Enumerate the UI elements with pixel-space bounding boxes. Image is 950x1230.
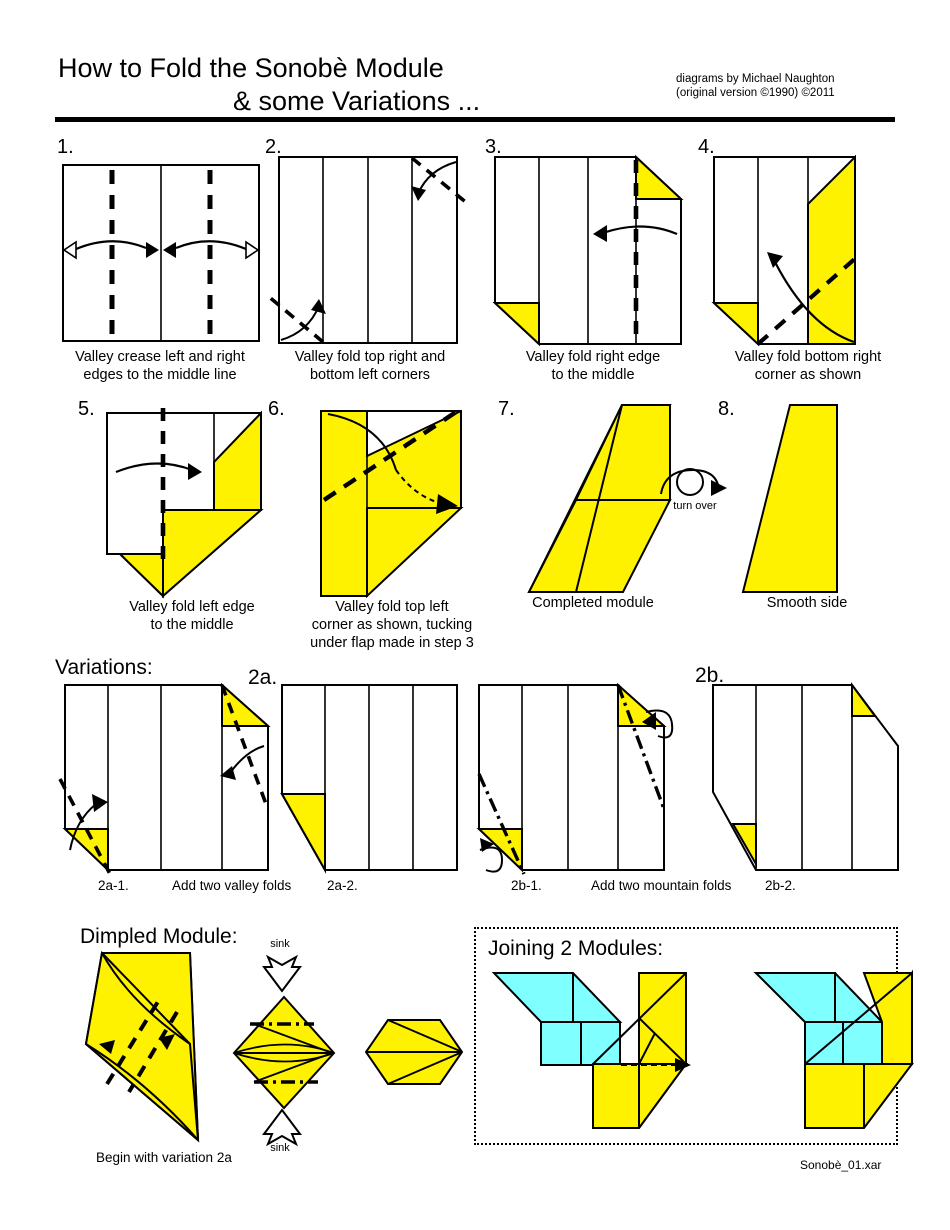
step-caption-3-line2: to the middle — [551, 367, 635, 383]
step-caption-6: Valley fold top left corner as shown, tu… — [276, 598, 508, 652]
title-line-2: & some Variations ... — [233, 86, 481, 116]
sink-label-top: sink — [270, 938, 290, 950]
step-caption-1-line1: Valley crease left and right — [75, 349, 245, 365]
dimpled-figure-3 — [364, 1018, 464, 1086]
joining-heading: Joining 2 Modules: — [488, 937, 664, 960]
step-caption-7: Completed module — [498, 594, 688, 612]
dimpled-figure-2 — [232, 995, 336, 1110]
step-caption-2-line2: bottom left corners — [309, 367, 431, 383]
step-number-3: 3. — [485, 136, 502, 158]
step-number-4: 4. — [698, 136, 715, 158]
step-caption-5: Valley fold left edge to the middle — [92, 598, 292, 634]
header-divider — [55, 117, 895, 122]
title-line-1: How to Fold the Sonobè Module — [58, 53, 444, 83]
variation-2b1-label: 2b-1. — [511, 878, 542, 893]
turn-over-label: turn over — [673, 500, 717, 512]
step-caption-2: Valley fold top right and bottom left co… — [262, 348, 478, 384]
variation-2a2-figure — [280, 684, 471, 874]
variation-2a1-figure — [58, 682, 279, 875]
joining-figure-left — [491, 968, 733, 1138]
step-caption-4-line2: corner as shown — [754, 367, 862, 383]
variation-2a1-label: 2a-1. — [98, 878, 129, 893]
step-figure-6 — [320, 406, 480, 600]
step-caption-6-line1: Valley fold top left — [335, 599, 449, 615]
step-figure-5 — [106, 408, 276, 599]
step-caption-2-line1: Valley fold top right and — [294, 349, 446, 365]
variation-2b2-label: 2b-2. — [765, 878, 796, 893]
step-caption-5-line2: to the middle — [150, 617, 234, 633]
step-number-8: 8. — [718, 398, 735, 420]
variation-2b2-figure — [712, 681, 907, 876]
turn-over-symbol — [655, 464, 735, 504]
variation-caption-b: Add two mountain folds — [591, 878, 732, 893]
step-figure-7 — [527, 404, 678, 594]
credit-line-2: (original version ©1990) ©2011 — [676, 87, 835, 99]
variation-caption-a: Add two valley folds — [172, 878, 292, 893]
step-number-5: 5. — [78, 398, 95, 420]
joining-figure-right — [752, 968, 922, 1138]
credit-line-1: diagrams by Michael Naughton — [676, 73, 835, 85]
step-caption-1: Valley crease left and right edges to th… — [52, 348, 268, 384]
step-caption-4: Valley fold bottom right corner as shown — [700, 348, 916, 384]
step-figure-4 — [711, 154, 903, 348]
step-caption-3-line1: Valley fold right edge — [525, 349, 661, 365]
step-caption-4-line1: Valley fold bottom right — [734, 349, 882, 365]
step-number-7: 7. — [498, 398, 515, 420]
step-number-1: 1. — [57, 136, 74, 158]
step-caption-1-line2: edges to the middle line — [83, 367, 237, 383]
footer-filename: Sonobè_01.xar — [800, 1158, 882, 1172]
step-caption-6-line3: under flap made in step 3 — [310, 635, 474, 651]
step-figure-1 — [62, 164, 262, 342]
variation-2b1-figure — [476, 682, 674, 879]
variation-2b-label: 2b. — [695, 664, 725, 687]
step-caption-5-line1: Valley fold left edge — [129, 599, 255, 615]
page-title: How to Fold the Sonobè Module & some Var… — [58, 52, 658, 118]
dimpled-heading: Dimpled Module: — [80, 925, 238, 948]
variation-2a-label: 2a. — [248, 666, 278, 689]
sink-arrow-bottom — [262, 1108, 302, 1147]
step-number-6: 6. — [268, 398, 285, 420]
sink-arrow-top — [262, 954, 302, 993]
step-figure-3 — [492, 154, 704, 348]
step-caption-7-line1: Completed module — [532, 595, 654, 611]
step-caption-8-line1: Smooth side — [766, 595, 848, 611]
dimpled-caption: Begin with variation 2a — [96, 1150, 232, 1165]
variation-2a2-label: 2a-2. — [327, 878, 358, 893]
variations-heading: Variations: — [55, 656, 153, 679]
step-caption-6-line2: corner as shown, tucking — [311, 617, 473, 633]
step-caption-3: Valley fold right edge to the middle — [488, 348, 698, 384]
sink-label-bottom: sink — [270, 1142, 290, 1154]
credit-block: diagrams by Michael Naughton (original v… — [676, 72, 926, 100]
step-number-2: 2. — [265, 136, 282, 158]
dimpled-figure-1 — [84, 950, 215, 1143]
step-figure-8 — [741, 404, 892, 594]
step-figure-2 — [266, 156, 478, 346]
step-caption-8: Smooth side — [712, 594, 902, 612]
